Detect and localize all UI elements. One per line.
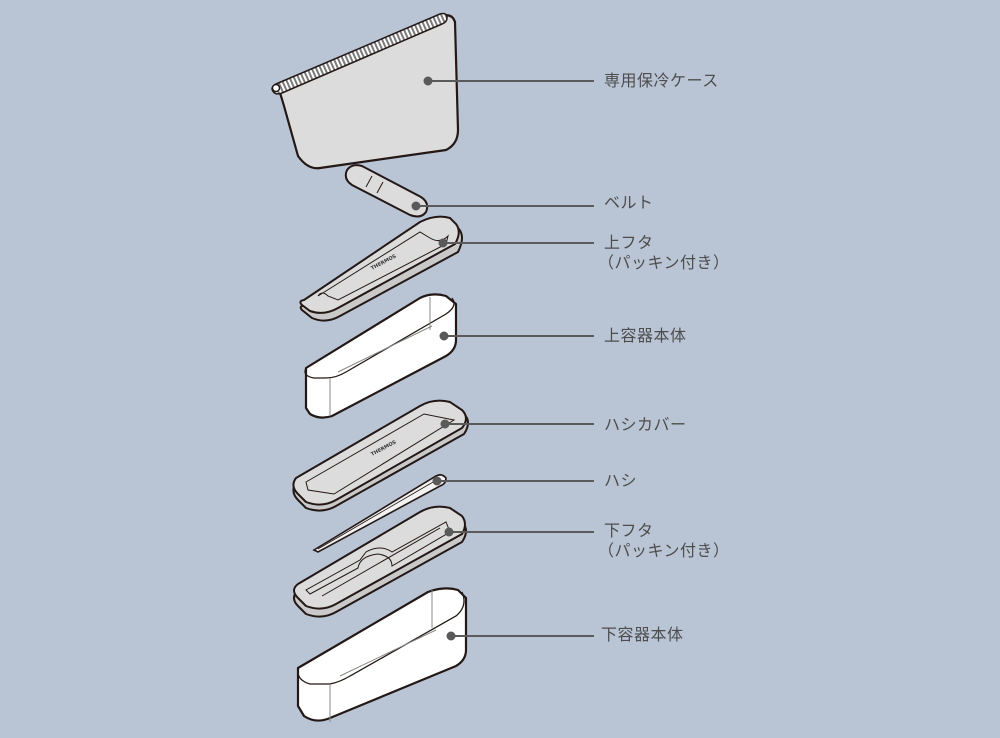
- label-upper-container: 上容器本体: [604, 326, 687, 346]
- label-chopsticks-text: ハシ: [604, 471, 638, 490]
- label-lower-container: 下容器本体: [601, 625, 684, 645]
- leader-line-upper-container: [439, 331, 594, 341]
- label-lower-lid: 下フタ （パッキン付き）: [598, 521, 730, 561]
- label-upper-lid: 上フタ （パッキン付き）: [598, 233, 730, 273]
- label-chopstick-cover: ハシカバー: [604, 415, 687, 435]
- leader-line-belt: [411, 201, 594, 211]
- label-case: 専用保冷ケース: [604, 71, 719, 91]
- label-chopsticks: ハシ: [604, 471, 637, 491]
- lower-lid-illustration: [293, 505, 467, 618]
- label-lower-container-text: 下容器本体: [601, 625, 684, 644]
- label-case-text: 専用保冷ケース: [604, 71, 719, 90]
- leader-line-lower-container: [446, 631, 594, 641]
- label-belt-text: ベルト: [604, 193, 654, 212]
- lower-container-illustration: [296, 587, 468, 722]
- label-upper-lid-sub: （パッキン付き）: [598, 253, 730, 272]
- leader-line-lower-lid: [444, 527, 594, 537]
- label-lower-lid-sub: （パッキン付き）: [598, 541, 730, 560]
- label-lower-lid-text: 下フタ: [604, 521, 654, 540]
- upper-container-illustration: [304, 293, 458, 419]
- leader-lines: [411, 76, 594, 641]
- belt-illustration: [344, 164, 429, 218]
- leader-line-chopsticks: [432, 476, 594, 486]
- chopsticks-illustration: [312, 474, 447, 553]
- leader-line-upper-lid: [438, 238, 594, 248]
- label-upper-container-text: 上容器本体: [604, 326, 687, 345]
- chopstick-cover-illustration: THERMOS: [292, 399, 469, 512]
- label-upper-lid-text: 上フタ: [604, 233, 654, 252]
- leader-line-chopstick-cover: [440, 419, 594, 429]
- cooler-case-illustration: [271, 12, 460, 170]
- leader-line-case: [423, 76, 594, 86]
- label-chopstick-cover-text: ハシカバー: [604, 415, 687, 434]
- label-belt: ベルト: [604, 193, 654, 213]
- upper-lid-illustration: THERMOS: [299, 215, 463, 322]
